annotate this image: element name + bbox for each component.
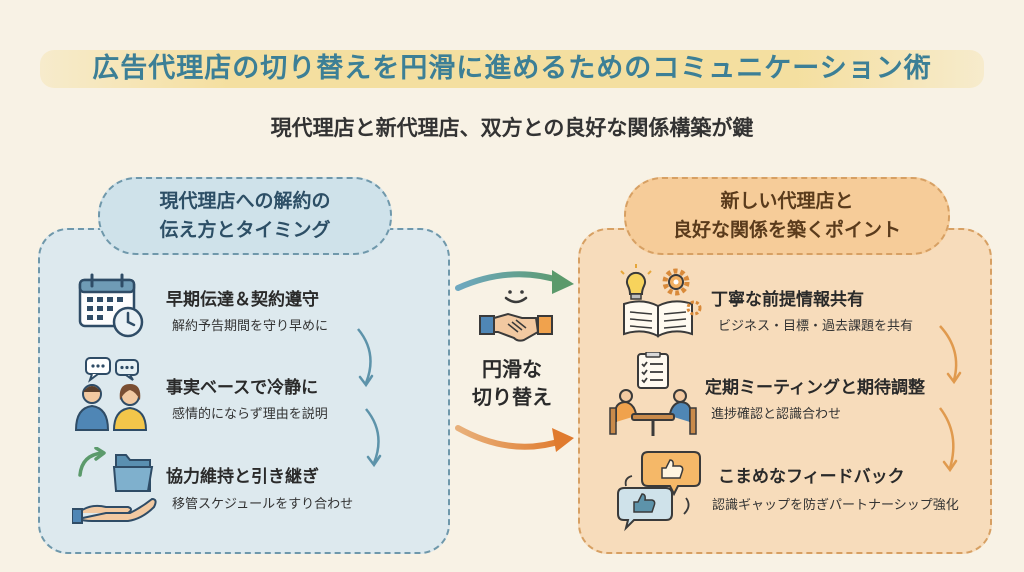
left-item-3-desc: 移管スケジュールをすり合わせ — [172, 497, 354, 512]
left-heading-line2: 伝え方とタイミング — [159, 219, 331, 241]
center-label-line2: 切り替え — [472, 385, 552, 409]
conversation-people-icon — [70, 356, 160, 432]
right-flow-arrows — [939, 325, 962, 473]
left-item-1-desc: 解約予告期間を守り早めに — [172, 319, 329, 334]
bottom-transition-arrow — [455, 425, 574, 452]
feedback-thumbs-icon — [614, 448, 704, 532]
right-item-1-title: 丁寧な前提情報共有 — [711, 290, 864, 310]
center-label: 円滑な 切り替え — [448, 355, 576, 411]
folder-handover-icon — [72, 447, 162, 527]
top-transition-arrow — [455, 270, 574, 294]
left-item-3-title: 協力維持と引き継ぎ — [166, 467, 319, 487]
handshake-icon — [478, 284, 554, 346]
page-title: 広告代理店の切り替えを円滑に進めるためのコミュニケーション術 — [92, 53, 932, 84]
center-label-line1: 円滑な — [482, 357, 542, 381]
left-item-2-title: 事実ベースで冷静に — [166, 378, 319, 398]
calendar-clock-icon — [76, 272, 146, 340]
page-subtitle: 現代理店と新代理店、双方との良好な関係構築が鍵 — [270, 116, 754, 140]
right-heading-line1: 新しい代理店と — [720, 190, 854, 212]
right-item-2-title: 定期ミーティングと期待調整 — [705, 378, 925, 398]
meeting-table-icon — [608, 352, 698, 438]
left-item-2-desc: 感情的にならず理由を説明 — [172, 407, 328, 422]
left-panel-heading: 現代理店への解約の 伝え方とタイミング — [98, 177, 392, 255]
right-item-1-desc: ビジネス・目標・過去課題を共有 — [718, 319, 914, 334]
left-heading-line1: 現代理店への解約の — [159, 190, 331, 212]
right-heading-line2: 良好な関係を築くポイント — [672, 219, 901, 241]
title-highlight — [40, 50, 984, 88]
right-item-3-title: こまめなフィードバック — [718, 467, 905, 487]
left-flow-arrows — [357, 328, 382, 468]
right-item-3-desc: 認識ギャップを防ぎパートナーシップ強化 — [712, 498, 959, 513]
left-item-1-title: 早期伝達＆契約遵守 — [166, 290, 319, 310]
right-panel-heading: 新しい代理店と 良好な関係を築くポイント — [624, 177, 950, 255]
right-item-2-desc: 進捗確認と認識合わせ — [711, 407, 842, 422]
book-idea-gear-icon — [618, 264, 702, 340]
